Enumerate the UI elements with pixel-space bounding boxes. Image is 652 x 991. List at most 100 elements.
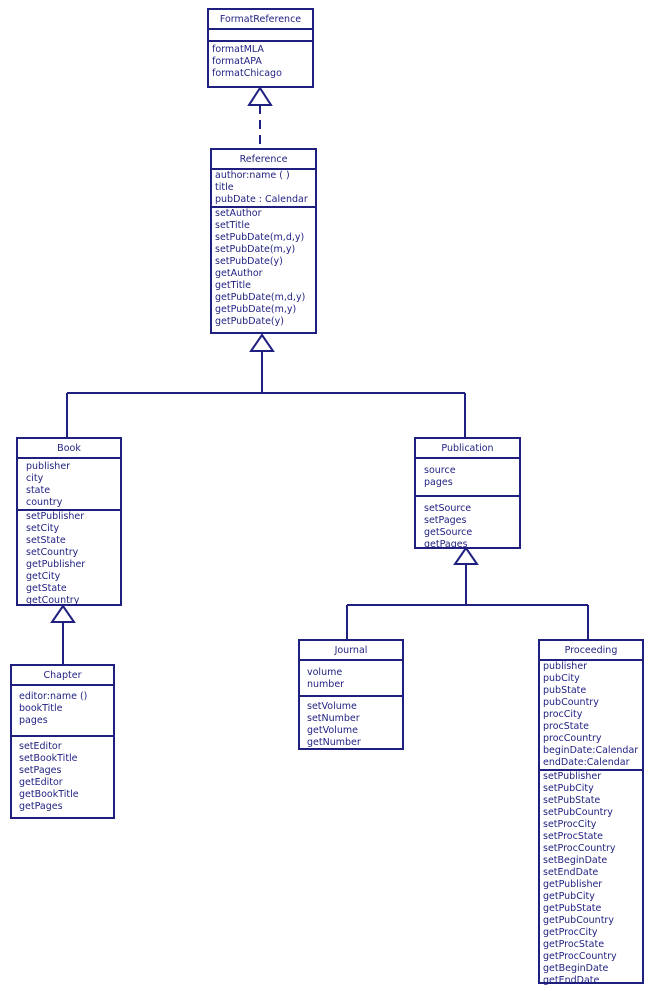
operation-item: formatAPA (212, 56, 262, 67)
operation-item: getPubState (543, 903, 602, 914)
journal-class-name: Journal (300, 641, 402, 661)
operation-item: setPubCity (543, 783, 594, 794)
operation-item: setSource (424, 503, 472, 514)
operation-item: setBeginDate (543, 855, 608, 866)
operation-item: getPubCity (543, 891, 595, 902)
operation-item: getEndDate (543, 975, 600, 986)
attribute-item: state (26, 485, 51, 496)
operation-item: setVolume (307, 701, 357, 712)
operation-item: setEndDate (543, 867, 599, 878)
operation-item: getVolume (307, 725, 358, 736)
operation-item: getBeginDate (543, 963, 609, 974)
operation-item: getPubDate(m,y) (215, 304, 297, 315)
publication-class-name: Publication (416, 439, 519, 459)
operation-item: getPubDate(m,d,y) (215, 292, 306, 303)
operation-item: getPublisher (543, 879, 603, 890)
operation-item: setProcState (543, 831, 603, 842)
reference-class-name: Reference (212, 150, 315, 170)
operation-item: setTitle (215, 220, 250, 231)
proceeding-class-name: Proceeding (540, 641, 642, 661)
operation-item: getNumber (307, 737, 361, 748)
operation-item: setCountry (26, 547, 79, 558)
operation-item: setProcCountry (543, 843, 616, 854)
attribute-item: number (307, 679, 345, 690)
attribute-item: title (215, 182, 234, 193)
operation-item: getCountry (26, 595, 80, 606)
operation-item: getState (26, 583, 67, 594)
attribute-item: source (424, 465, 456, 476)
operation-item: getEditor (19, 777, 63, 788)
reference-inheritance-arrowhead (249, 333, 275, 352)
book-inheritance-arrowhead (50, 604, 76, 623)
operation-item: getPubCountry (543, 915, 614, 926)
operation-item: getProcState (543, 939, 605, 950)
operation-item: setProcCity (543, 819, 597, 830)
operation-item: setCity (26, 523, 60, 534)
operation-item: getAuthor (215, 268, 263, 279)
attribute-item: pubCountry (543, 697, 599, 708)
operation-item: setAuthor (215, 208, 262, 219)
attribute-item: pages (19, 715, 48, 726)
attribute-item: procState (543, 721, 589, 732)
operation-item: getPages (424, 539, 468, 550)
operation-item: setPubDate(y) (215, 256, 283, 267)
operation-item: setState (26, 535, 66, 546)
attribute-item: pubDate : Calendar (215, 194, 308, 205)
operation-item: formatChicago (212, 68, 282, 79)
operation-item: setPublisher (26, 511, 85, 522)
format-reference-class-name: FormatReference (209, 10, 312, 30)
attribute-item: endDate:Calendar (543, 757, 630, 768)
attribute-item: pages (424, 477, 453, 488)
operation-item: setEditor (19, 741, 62, 752)
operation-item: getPages (19, 801, 63, 812)
operation-item: getProcCity (543, 927, 598, 938)
attributes-compartment (209, 30, 312, 42)
operation-item: setPublisher (543, 771, 602, 782)
operation-item: setBookTitle (19, 753, 78, 764)
attribute-item: procCity (543, 709, 583, 720)
realization-arrowhead (247, 86, 273, 106)
operation-item: setPubCountry (543, 807, 613, 818)
attribute-item: country (26, 497, 63, 508)
operation-item: getPubDate(y) (215, 316, 284, 327)
operation-item: setPubDate(m,d,y) (215, 232, 305, 243)
attribute-item: editor:name () (19, 691, 88, 702)
operation-item: getCity (26, 571, 61, 582)
attribute-item: city (26, 473, 44, 484)
operation-item: getSource (424, 527, 473, 538)
operation-item: getTitle (215, 280, 251, 291)
book-class-name: Book (18, 439, 120, 459)
operation-item: getProcCountry (543, 951, 617, 962)
attribute-item: volume (307, 667, 343, 678)
chapter-class-name: Chapter (12, 666, 113, 686)
operation-item: setPubDate(m,y) (215, 244, 296, 255)
attribute-item: bookTitle (19, 703, 63, 714)
operation-item: setPubState (543, 795, 601, 806)
operation-item: getPublisher (26, 559, 86, 570)
operation-item: setPages (424, 515, 467, 526)
attribute-item: beginDate:Calendar (543, 745, 639, 756)
operation-item: getBookTitle (19, 789, 79, 800)
attribute-item: author:name ( ) (215, 170, 290, 181)
attribute-item: pubState (543, 685, 587, 696)
